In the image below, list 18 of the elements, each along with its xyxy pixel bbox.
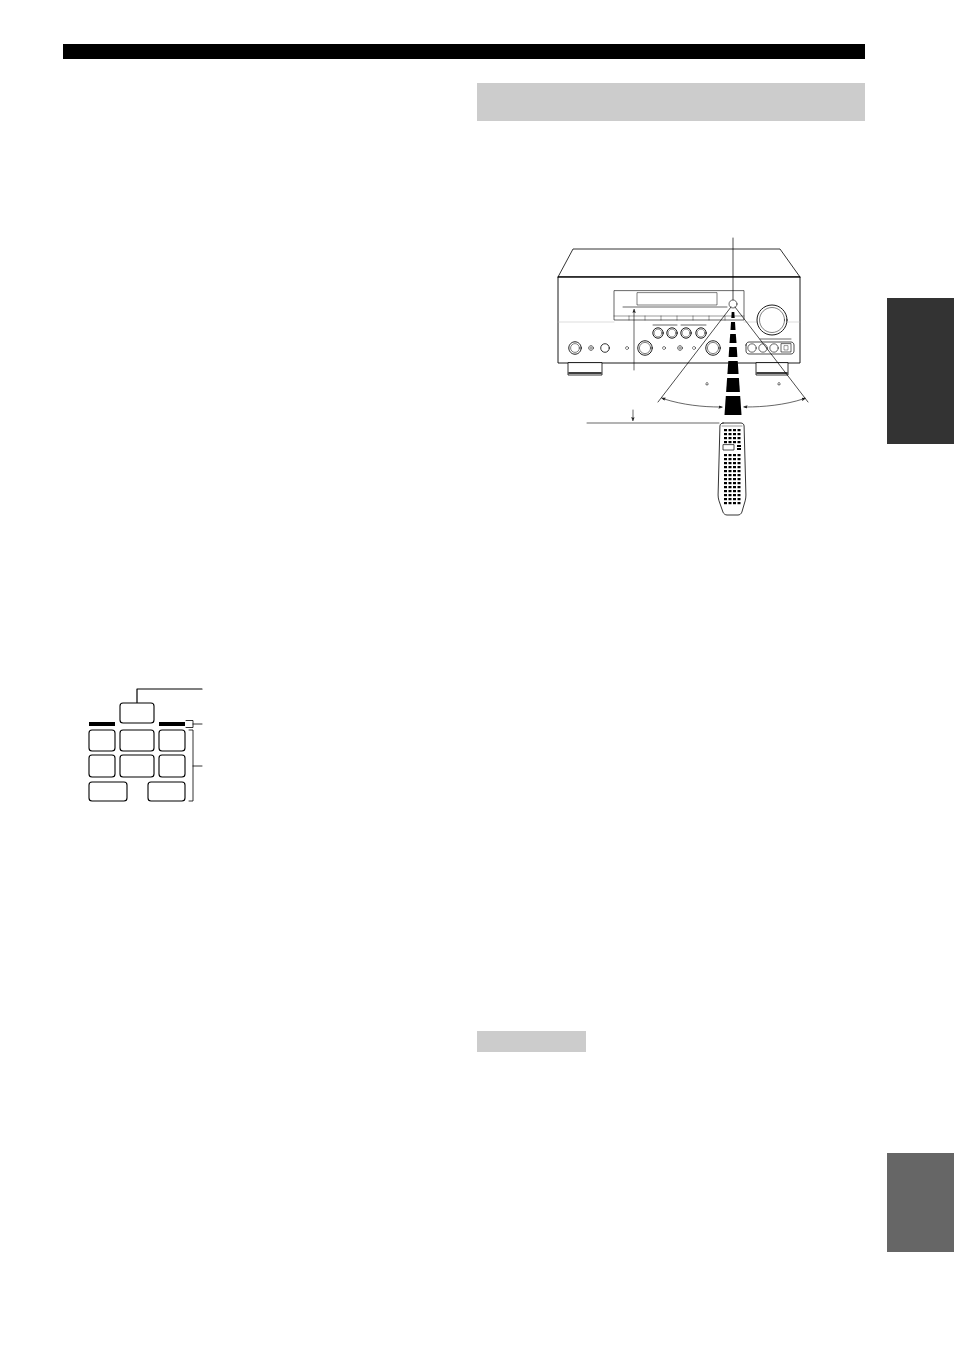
degree-sign: °: [705, 382, 709, 386]
key-box: [158, 754, 186, 778]
key-box: [119, 729, 155, 752]
note-band: [477, 1031, 586, 1052]
key-box: [119, 754, 155, 778]
degree-sign: °: [777, 382, 781, 386]
heading-band: [477, 83, 865, 121]
side-tab: [887, 1153, 954, 1252]
key-box: [119, 702, 155, 724]
leader-line: [732, 237, 734, 301]
key-box: [158, 729, 186, 752]
leader-line: [136, 688, 203, 704]
key-box: [88, 781, 128, 802]
key-box: [147, 781, 186, 802]
side-tab: [887, 298, 954, 444]
key-box: [88, 729, 116, 752]
key-box: [88, 754, 116, 778]
remote-sensor: [728, 299, 738, 309]
